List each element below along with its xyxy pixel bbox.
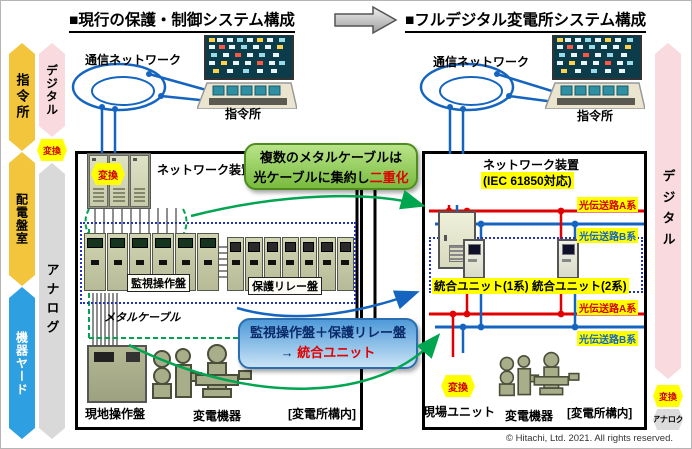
- integrated-unit-2-tower: [557, 239, 579, 279]
- cabinet-unit: [227, 237, 245, 291]
- relay-panel-label: 保護リレー盤: [248, 277, 322, 295]
- comm-network-label-left: 通信ネットワーク: [85, 53, 182, 67]
- equipment-label-left: 変電機器: [193, 409, 242, 423]
- premises-label-left: [変電所構内]: [288, 407, 356, 421]
- convert-badge-network-device: 変換: [91, 163, 125, 185]
- cabinet-unit: [336, 237, 354, 291]
- title-current-system: ■現行の保護・制御システム構成: [69, 8, 295, 33]
- field-unit-label: 現場ユニット: [423, 405, 496, 419]
- callout-cable-line1: 複数のメタルケーブルは: [259, 150, 403, 165]
- control-center-console-left: [197, 35, 297, 109]
- integrated-unit-2-label: 統合ユニット(2系): [530, 278, 629, 294]
- optical-b-label-bottom: 光伝送路B系: [577, 331, 639, 346]
- callout-cable-duplex: 二重化: [369, 169, 409, 185]
- sidebar-location-command-office: 指令所: [9, 43, 35, 151]
- control-center-label-right: 指令所: [577, 109, 614, 123]
- cabinet-unit: [106, 233, 129, 291]
- convert-badge-field-unit: 変換: [441, 375, 475, 397]
- optical-a-label-top: 光伝送路A系: [577, 197, 639, 212]
- local-operation-panel: [87, 345, 147, 403]
- monitor-panel-label: 監視操作盤: [127, 274, 190, 292]
- integrated-unit-1-tower: [463, 239, 485, 279]
- callout-panel-integration: 監視操作盤＋保護リレー盤 → 統合ユニット: [238, 318, 418, 369]
- network-device-label-left: ネットワーク装置: [157, 163, 254, 177]
- sidebar-signal-digital-left: デジタル: [39, 43, 65, 137]
- local-panel-label: 現地操作盤: [85, 407, 146, 421]
- sidebar-location-equipment-yard: 機器ヤード: [9, 287, 35, 439]
- cabinet-door: [129, 155, 149, 207]
- callout-integrate-arrow: →: [280, 345, 294, 361]
- sidebar-signal-digital-right: デジタル: [655, 43, 681, 379]
- callout-cable-consolidation: 複数のメタルケーブルは 光ケーブルに集約し二重化: [244, 143, 418, 190]
- sidebar-signal-analog-left: アナログ: [39, 163, 65, 439]
- equipment-label-right: 変電機器: [505, 409, 554, 423]
- substation-equipment-right: [498, 348, 582, 404]
- title-digital-system: ■フルデジタル変電所システム構成: [405, 8, 647, 33]
- sidebar-location-switchgear-room: 配電盤室: [9, 152, 35, 286]
- cabinet-unit: [318, 237, 336, 291]
- cabinet-unit: [197, 233, 220, 291]
- cabinet-unit: [84, 233, 106, 291]
- comm-network-label-right: 通信ネットワーク: [433, 55, 530, 69]
- analog-badge-sidebar-right: アナログ: [653, 409, 683, 430]
- convert-badge-sidebar-left: 変換: [37, 139, 67, 161]
- control-center-console-right: [545, 35, 645, 109]
- integrated-unit-1-label: 統合ユニット(1系): [432, 278, 531, 294]
- network-device-standard-label: (IEC 61850対応): [481, 172, 574, 189]
- convert-badge-sidebar-right: 変換: [653, 385, 683, 407]
- transition-arrow-icon: [334, 5, 398, 35]
- panel-group-outline: [80, 222, 356, 304]
- copyright-notice: © Hitachi, Ltd. 2021. All rights reserve…: [506, 433, 673, 444]
- callout-integrate-result: 統合ユニット: [297, 345, 376, 361]
- metal-cable-label: メタルケーブル: [104, 312, 181, 324]
- optical-b-label-top: 光伝送路B系: [577, 228, 639, 243]
- digital-system-box: [422, 151, 647, 430]
- control-center-label-left: 指令所: [225, 107, 262, 121]
- callout-integrate-line1: 監視操作盤＋保護リレー盤: [249, 325, 406, 340]
- network-device-label-right: ネットワーク装置: [483, 158, 580, 172]
- premises-label-right: [変電所構内]: [567, 408, 633, 420]
- callout-cable-line2: 光ケーブルに集約し: [253, 169, 370, 185]
- optical-a-label-bottom: 光伝送路A系: [577, 300, 639, 315]
